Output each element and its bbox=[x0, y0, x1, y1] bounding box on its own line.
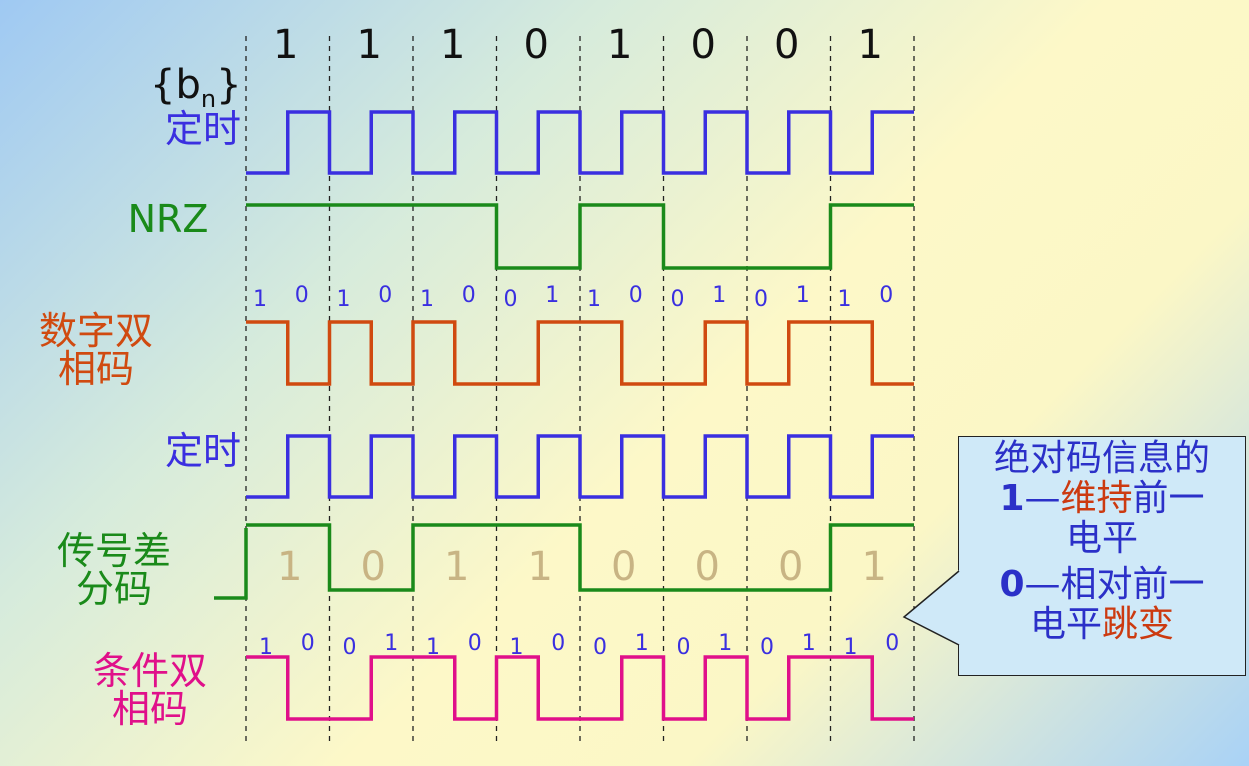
biphase-half-bit-label: 1 bbox=[420, 287, 434, 312]
biphase-waveform bbox=[246, 320, 914, 386]
diff-bit-label: 0 bbox=[611, 544, 636, 590]
bit-label: 1 bbox=[273, 22, 298, 68]
note-keep: 维持 bbox=[1060, 478, 1133, 519]
cmi-half-bit-label: 1 bbox=[426, 635, 440, 660]
biphase-half-bit-label: 0 bbox=[671, 287, 685, 312]
diff-waveform-lead bbox=[214, 528, 248, 600]
biphase-half-bit-label: 0 bbox=[504, 287, 518, 312]
biphase-half-bit-label: 1 bbox=[253, 287, 267, 312]
cmi-half-bit-label: 0 bbox=[343, 635, 357, 660]
note-line2: 1—维持前一 bbox=[959, 479, 1245, 519]
explanation-box: 绝对码信息的 1—维持前一 电平 0—相对前一 电平跳变 bbox=[958, 436, 1246, 676]
row-label-timing2: 定时 bbox=[164, 429, 241, 473]
biphase-half-bit-label: 1 bbox=[545, 283, 559, 308]
bn-header-label: {bn} bbox=[150, 25, 242, 119]
biphase-half-bit-label: 0 bbox=[295, 283, 309, 308]
diff-bit-label: 1 bbox=[444, 544, 469, 590]
note-line3: 电平 bbox=[1065, 518, 1138, 559]
biphase-half-bit-label: 1 bbox=[337, 287, 351, 312]
bit-label: 0 bbox=[524, 22, 549, 68]
row-label-timing1: 定时 bbox=[164, 107, 241, 151]
note-line5: 电平跳变 bbox=[959, 605, 1245, 645]
bit-label: 1 bbox=[357, 22, 382, 68]
cmi-half-bit-label: 1 bbox=[844, 635, 858, 660]
bit-label: 0 bbox=[691, 22, 716, 68]
bit-label: 1 bbox=[607, 22, 632, 68]
timing-waveform-1 bbox=[246, 110, 914, 175]
bit-label: 1 bbox=[858, 22, 883, 68]
note-zero: 0 bbox=[999, 564, 1025, 605]
diff-bit-label: 1 bbox=[277, 544, 302, 590]
row-label-cmi: 条件双 相码 bbox=[92, 649, 207, 731]
biphase-half-bit-label: 1 bbox=[712, 283, 726, 308]
bit-label: 0 bbox=[774, 22, 799, 68]
diff-bit-label: 1 bbox=[862, 544, 887, 590]
row-label-nrz: NRZ bbox=[127, 197, 209, 241]
cmi-waveform bbox=[246, 655, 914, 721]
biphase-half-bit-label: 1 bbox=[796, 283, 810, 308]
biphase-half-bit-label: 0 bbox=[378, 283, 392, 308]
note-one: 1 bbox=[999, 478, 1025, 519]
cmi-half-bit-label: 1 bbox=[718, 631, 732, 656]
diff-bit-label: 1 bbox=[528, 544, 553, 590]
timing-waveform-2 bbox=[246, 434, 914, 499]
biphase-half-bit-label: 0 bbox=[879, 283, 893, 308]
biphase-half-bit-label: 1 bbox=[587, 287, 601, 312]
diff-bit-label: 0 bbox=[695, 544, 720, 590]
note-line1: 绝对码信息的 bbox=[993, 438, 1210, 479]
note-line5a: 电平 bbox=[1029, 604, 1102, 645]
cmi-half-bit-label: 1 bbox=[802, 631, 816, 656]
biphase-half-bit-label: 0 bbox=[629, 283, 643, 308]
bn-label: {b bbox=[150, 62, 201, 108]
note-line4b: 相对前一 bbox=[1060, 564, 1205, 605]
note-line4: 0—相对前一 bbox=[959, 565, 1245, 605]
biphase-half-bit-label: 0 bbox=[754, 287, 768, 312]
cmi-half-bit-label: 1 bbox=[635, 631, 649, 656]
cmi-half-bit-label: 0 bbox=[593, 635, 607, 660]
cmi-half-bit-label: 1 bbox=[259, 635, 273, 660]
note-line2b: 前一 bbox=[1132, 478, 1205, 519]
nrz-waveform bbox=[246, 203, 914, 270]
diff-waveform bbox=[246, 523, 914, 592]
diff-bit-label: 0 bbox=[778, 544, 803, 590]
cmi-half-bit-label: 0 bbox=[301, 631, 315, 656]
cmi-half-bit-label: 0 bbox=[468, 631, 482, 656]
callout-pointer bbox=[902, 570, 960, 646]
bit-label: 1 bbox=[440, 22, 465, 68]
biphase-half-bit-label: 1 bbox=[838, 287, 852, 312]
bn-subscript: n bbox=[200, 85, 217, 113]
cmi-half-bit-label: 0 bbox=[760, 635, 774, 660]
note-dash2: — bbox=[1024, 564, 1061, 605]
note-dash1: — bbox=[1024, 478, 1061, 519]
bn-close: } bbox=[216, 62, 242, 108]
cmi-half-bit-label: 0 bbox=[677, 635, 691, 660]
cmi-half-bit-label: 0 bbox=[551, 631, 565, 656]
diff-bit-label: 0 bbox=[361, 544, 386, 590]
cmi-half-bit-label: 1 bbox=[510, 635, 524, 660]
row-label-biphase: 数字双 相码 bbox=[38, 309, 153, 391]
note-jump: 跳变 bbox=[1102, 604, 1175, 645]
cmi-half-bit-label: 0 bbox=[885, 631, 899, 656]
cmi-half-bit-label: 1 bbox=[384, 631, 398, 656]
row-label-diff: 传号差 分码 bbox=[56, 529, 171, 611]
biphase-half-bit-label: 0 bbox=[462, 283, 476, 308]
